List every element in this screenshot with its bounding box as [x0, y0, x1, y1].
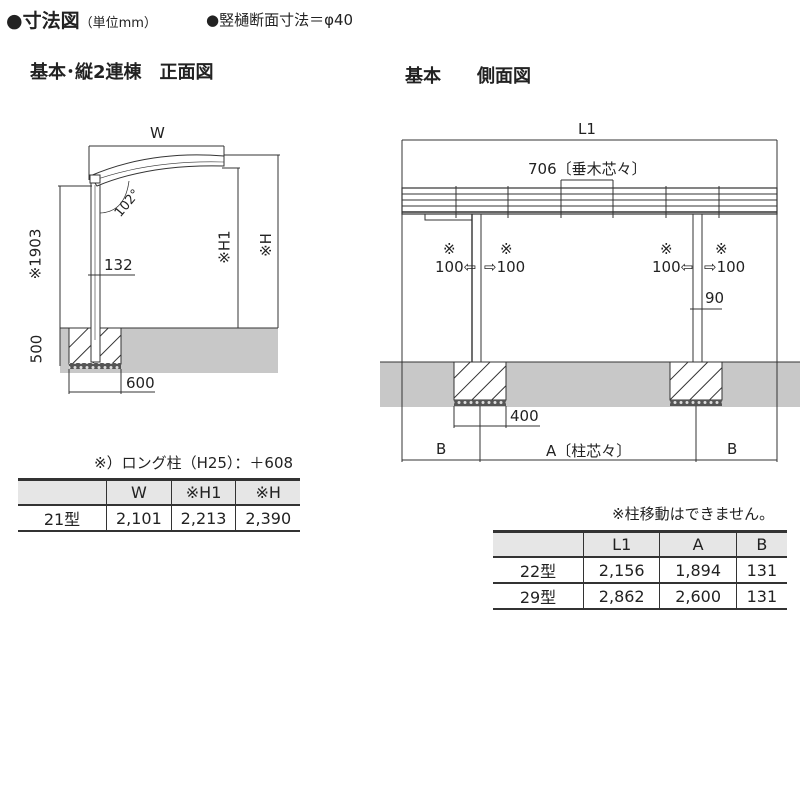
- label-w: W: [150, 124, 165, 142]
- side-spec-table: L1 A B 22型 2,156 1,894 131 29型 2,862 2,6…: [493, 530, 787, 610]
- side-table-note: ※柱移動はできません。: [612, 505, 775, 523]
- header-cell: B: [735, 530, 787, 558]
- mark-3: ※: [660, 240, 673, 258]
- table-header-row: L1 A B: [493, 530, 787, 558]
- table-cell: 29型: [493, 583, 584, 610]
- mark-1: ※: [443, 240, 456, 258]
- label-h1: ※H1: [215, 230, 234, 264]
- label-rafter-pitch: 706〔垂木芯々〕: [528, 160, 647, 178]
- table-cell: 2,213: [170, 505, 236, 532]
- pipe-note: ●竪樋断面寸法＝φ40: [206, 11, 354, 29]
- table-cell: 2,862: [582, 583, 660, 610]
- table-cell: 2,600: [659, 583, 737, 610]
- mark-2: ※: [500, 240, 513, 258]
- front-view-title: 基本･縦2連棟 正面図: [30, 62, 214, 83]
- label-b-right: B: [727, 440, 738, 458]
- table-cell: 22型: [493, 557, 584, 584]
- side-view-title: 基本 側面図: [405, 66, 531, 87]
- header-cell: A: [659, 530, 737, 558]
- offset-left-1: 100⇦: [435, 258, 477, 276]
- label-foundation-depth: 500: [27, 334, 46, 364]
- table-cell: 2,390: [235, 505, 300, 532]
- header-cell: ※H1: [170, 478, 236, 506]
- label-foundation-width-side: 400: [510, 407, 539, 425]
- table-cell: 131: [735, 557, 787, 584]
- label-foundation-width: 600: [126, 374, 155, 392]
- label-post-height: ※1903: [26, 228, 45, 280]
- table-cell: 21型: [18, 505, 107, 532]
- table-cell: 2,156: [582, 557, 660, 584]
- table-row: 29型 2,862 2,600 131: [493, 583, 787, 610]
- label-post-size: 132: [104, 256, 133, 274]
- mark-4: ※: [715, 240, 728, 258]
- offset-right-1: ⇨100: [484, 258, 526, 276]
- unit-note: （単位mm）: [79, 16, 157, 31]
- header-cell: [493, 530, 584, 558]
- front-spec-table: W ※H1 ※H 21型 2,101 2,213 2,390: [18, 478, 300, 532]
- offset-left-2: 100⇦: [652, 258, 694, 276]
- front-view-drawing: [58, 145, 280, 394]
- table-row: 22型 2,156 1,894 131: [493, 557, 787, 584]
- label-h: ※H: [256, 233, 275, 257]
- table-cell: 131: [735, 583, 787, 610]
- side-view-drawing: [380, 139, 800, 462]
- label-post-size-side: 90: [705, 289, 725, 307]
- table-header-row: W ※H1 ※H: [18, 478, 300, 506]
- header-cell: L1: [582, 530, 660, 558]
- label-a: A〔柱芯々〕: [546, 442, 632, 460]
- table-cell: 2,101: [106, 505, 172, 532]
- header-cell: W: [106, 478, 172, 506]
- label-b-left: B: [436, 440, 447, 458]
- main-title: ●寸法図: [6, 10, 80, 32]
- table-row: 21型 2,101 2,213 2,390: [18, 505, 300, 532]
- page-title: ●寸法図（単位mm）: [6, 6, 157, 33]
- offset-right-2: ⇨100: [704, 258, 746, 276]
- header-cell: ※H: [235, 478, 300, 506]
- table-cell: 1,894: [659, 557, 737, 584]
- front-table-note: ※）ロング柱（H25）：＋608: [94, 454, 294, 472]
- label-l1: L1: [578, 120, 596, 138]
- header-cell: [18, 478, 107, 506]
